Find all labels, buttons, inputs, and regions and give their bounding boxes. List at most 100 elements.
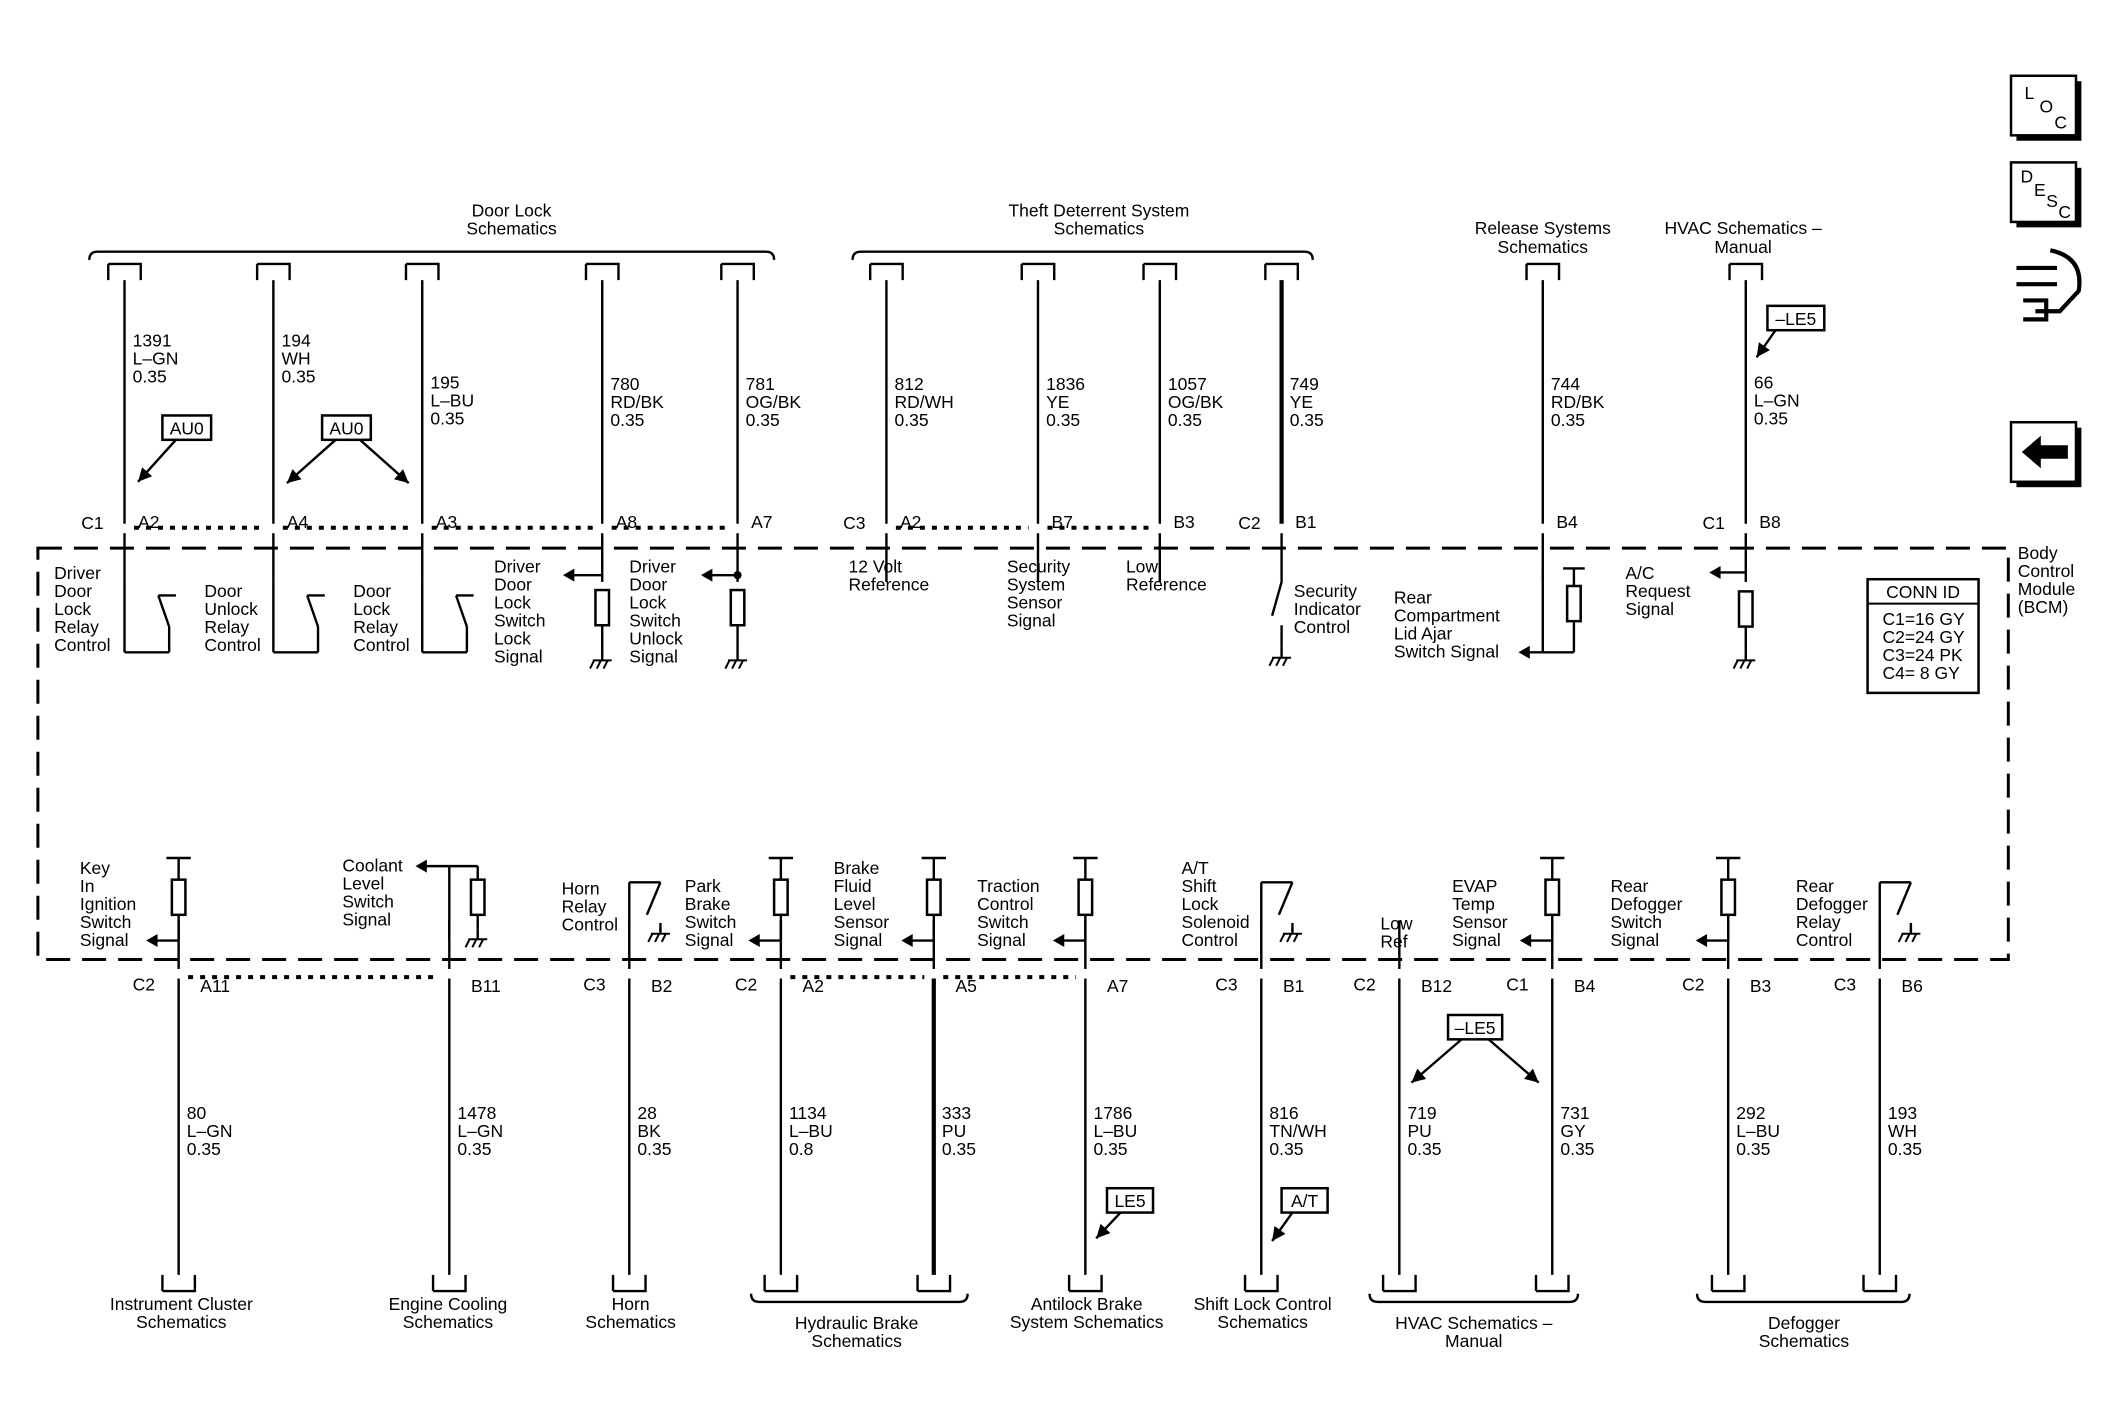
arrow-head [1518,645,1530,659]
function-label: Sensor [1452,912,1508,932]
harness-connector-icon [107,262,142,281]
switch-contact-icon [454,595,469,627]
circuit-number: 195 [430,372,459,392]
arrow-head [1695,934,1708,948]
bcm-module-label: Module [2018,579,2075,599]
harness-connector-icon [255,262,291,281]
connector-label: C1 [1702,513,1724,533]
wire-size: 0.35 [637,1139,671,1159]
circuit-number: 333 [942,1103,971,1123]
connector-label: C2 [1238,513,1260,533]
arrow-head [562,568,575,582]
option-label: –LE5 [1775,309,1816,329]
function-label: Switch [685,912,737,932]
option-box [161,414,213,442]
ground-icon [1292,933,1299,943]
harness-connector-icon [916,1274,952,1293]
wire-size: 0.35 [1888,1139,1922,1159]
function-label: Switch [1610,912,1662,932]
function-label: Door [54,581,92,601]
group-label-bottom: Shift Lock Control [1194,1294,1332,1314]
function-label: Control [54,635,110,655]
harness-connector-icon [1534,1274,1570,1293]
option-box [1280,1186,1329,1214]
function-label: Indicator [1294,599,1361,619]
function-label: 12 Volt [849,556,903,576]
ground-icon [1732,659,1739,669]
wire-color: WH [281,348,310,368]
function-label: Low [1380,914,1412,934]
function-label: Rear [1610,876,1648,896]
wire-color: RD/WH [895,392,954,412]
arrow-head [1519,934,1532,948]
pin-label: B4 [1574,976,1596,996]
ground-icon [595,659,602,669]
group-label-bottom: HVAC Schematics – [1395,1313,1552,1333]
ground-icon [1275,657,1282,667]
wire-color: L–GN [187,1121,233,1141]
function-label: Signal [1007,610,1056,630]
desc-button[interactable] [2009,161,2078,224]
function-label: Control [1796,930,1852,950]
back-arrow-icon[interactable] [2021,435,2068,469]
function-label: Defogger [1610,894,1682,914]
circuit-number: 781 [746,374,775,394]
harness-connector-icon [1264,262,1300,281]
harness-connector-icon [1525,262,1561,281]
desc-icon: E [2034,180,2046,200]
pin-label: B4 [1556,512,1578,532]
ground-icon [1904,933,1911,943]
function-label: Reference [849,574,930,594]
switch-contact-icon [306,595,320,627]
group-label-bottom: Schematics [585,1312,676,1332]
function-label: Control [977,894,1033,914]
function-label: Lid Ajar [1394,624,1453,644]
function-label: Signal [685,930,734,950]
loc-button[interactable] [2009,74,2078,137]
arrow-head [701,568,713,582]
function-label: Brake [685,894,731,914]
bcm-module-label: Body [2018,543,2058,563]
wire-color: PU [942,1121,966,1141]
function-label: Door [494,574,532,594]
wire-size: 0.35 [1168,410,1202,430]
harness-connector-icon [1142,262,1178,281]
circuit-number: 1478 [457,1103,496,1123]
group-label-bottom: Instrument Cluster [110,1294,253,1314]
group-bracket [851,250,1314,260]
wire-color: OG/BK [746,392,802,412]
function-label: Relay [54,617,99,637]
function-label: Fluid [834,876,872,896]
ground-icon [1286,933,1292,943]
function-label: Switch [977,912,1029,932]
harness-connector-icon [1020,262,1056,281]
function-label: Signal [342,910,391,930]
wire-size: 0.35 [1290,410,1324,430]
circuit-number: 194 [281,330,310,350]
circuit-number: 1786 [1093,1103,1132,1123]
desc-icon: D [2021,167,2034,187]
wire-color: RD/BK [1551,392,1605,412]
function-label: Relay [353,617,398,637]
function-label: Switch Signal [1394,642,1499,662]
function-label: Signal [80,930,129,950]
wire-color: L–GN [133,348,179,368]
function-label: A/C [1625,563,1654,583]
wire-color: PU [1407,1121,1431,1141]
function-label: Sensor [834,912,890,932]
wire-size: 0.35 [1407,1139,1441,1159]
wire-color: L–GN [1754,390,1800,410]
pin-label: A8 [616,512,637,532]
ground-icon [589,659,596,669]
function-label: In [80,876,95,896]
conn-id-box [1866,577,1980,695]
group-bracket [1695,1293,1911,1304]
wire-size: 0.35 [1269,1139,1303,1159]
harness-connector-icon [404,262,440,281]
wire-size: 0.35 [942,1139,976,1159]
function-label: Coolant [342,856,402,876]
function-label: Unlock [629,628,683,648]
function-label: Ref [1380,932,1407,952]
pin-label: B1 [1295,512,1316,532]
